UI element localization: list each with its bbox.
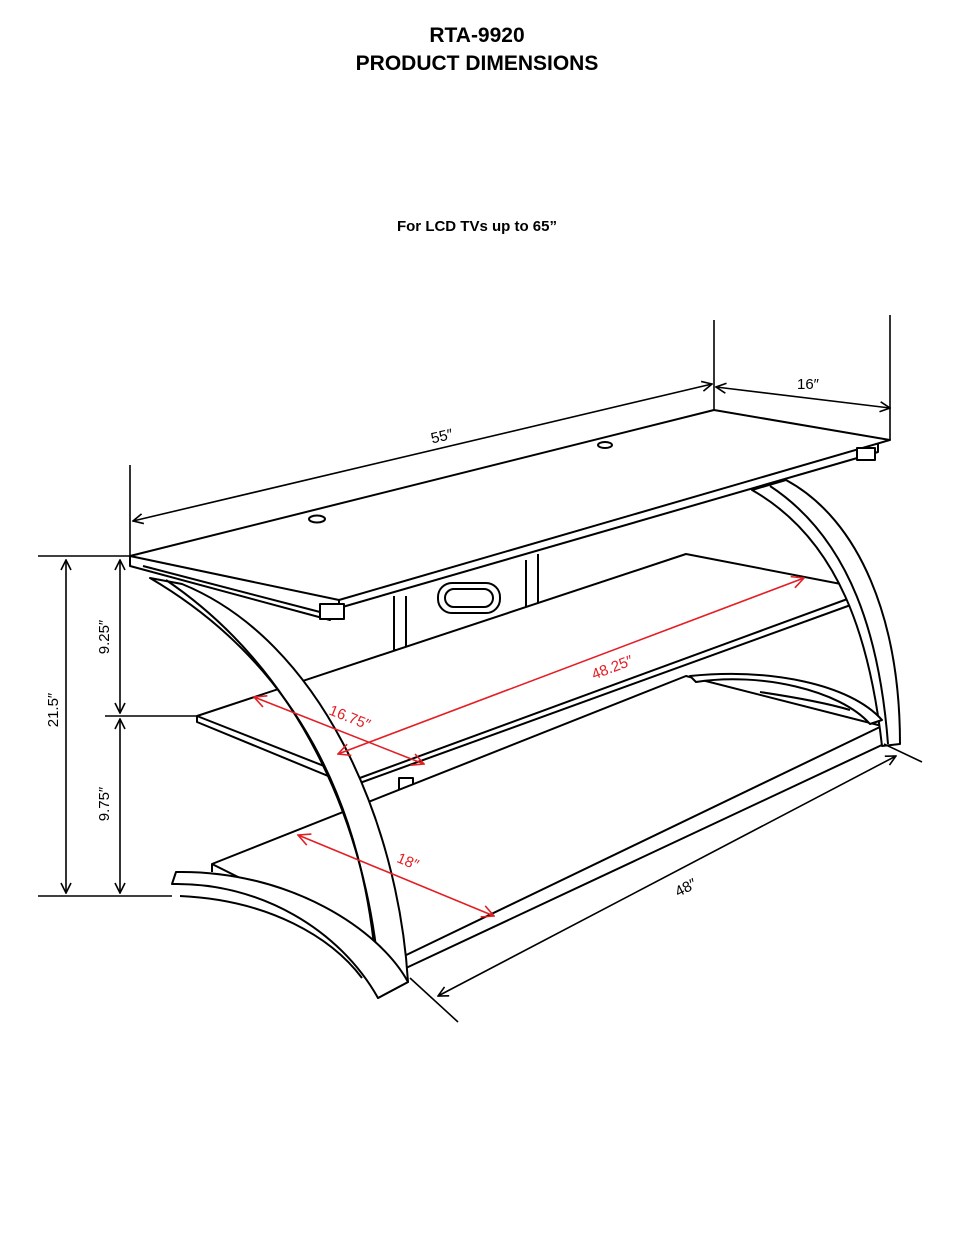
dim-16-line [716,387,890,408]
label-48: 48″ [672,875,700,901]
dim-55-line [133,384,712,521]
tv-size-note: For LCD TVs up to 65” [396,218,557,235]
dim-18-line [298,835,494,916]
label-9-75: 9.75″ [96,786,113,821]
black-dimensions [38,315,923,1023]
label-21-5: 21.5″ [45,692,62,727]
label-9-25: 9.25″ [96,619,113,654]
left-leg [149,577,409,999]
red-dimensions [254,578,804,916]
dim-48-line [438,756,896,996]
stand-drawing [129,409,901,999]
label-55: 55″ [429,426,455,448]
model-title: RTA-9920 [429,24,525,47]
dim-16-75-line [254,697,424,764]
page-title: PRODUCT DIMENSIONS [355,52,599,75]
label-16: 16″ [797,376,820,393]
